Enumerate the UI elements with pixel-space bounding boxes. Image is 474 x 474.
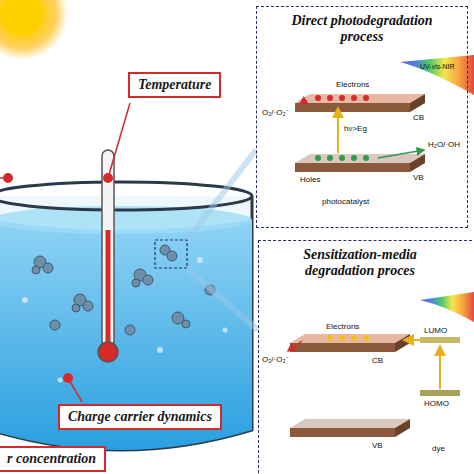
factor-label: Charge carrier dynamics — [68, 409, 212, 424]
factor-box: Charge carrier dynamics — [58, 404, 222, 430]
factor-label: Temperature — [138, 77, 211, 92]
redox-label: H₂O/·OH — [428, 140, 460, 149]
process-panel: Direct photodegradation process — [256, 6, 468, 228]
panel-title: Sensitization-media degradation proces — [275, 247, 445, 279]
spectrum-label: UV-vis-NIR — [420, 62, 455, 71]
carrier-label: Holes — [300, 175, 320, 184]
redox-label: O₂/·O₂⁻ — [262, 355, 289, 364]
material-label: dye — [432, 444, 445, 453]
factor-box: Temperature — [128, 72, 221, 98]
band-label: CB — [413, 113, 424, 122]
process-panel: Sensitization-media degradation proces — [258, 240, 474, 474]
level-label: LUMO — [424, 326, 447, 335]
redox-label: O₂/·O₂⁻ — [262, 108, 289, 117]
level-label: HOMO — [424, 399, 449, 408]
carrier-label: Electrons — [326, 322, 359, 331]
material-label: photocatalyst — [322, 197, 369, 206]
band-label: CB — [372, 356, 383, 365]
factor-box: r concentration — [0, 446, 106, 472]
carrier-label: Electrons — [336, 80, 369, 89]
factor-label: r concentration — [7, 451, 96, 466]
panel-title: Direct photodegradation process — [277, 13, 447, 45]
band-label: VB — [413, 173, 424, 182]
band-label: VB — [372, 441, 383, 450]
excitation-label: hν>Eg — [344, 124, 367, 133]
